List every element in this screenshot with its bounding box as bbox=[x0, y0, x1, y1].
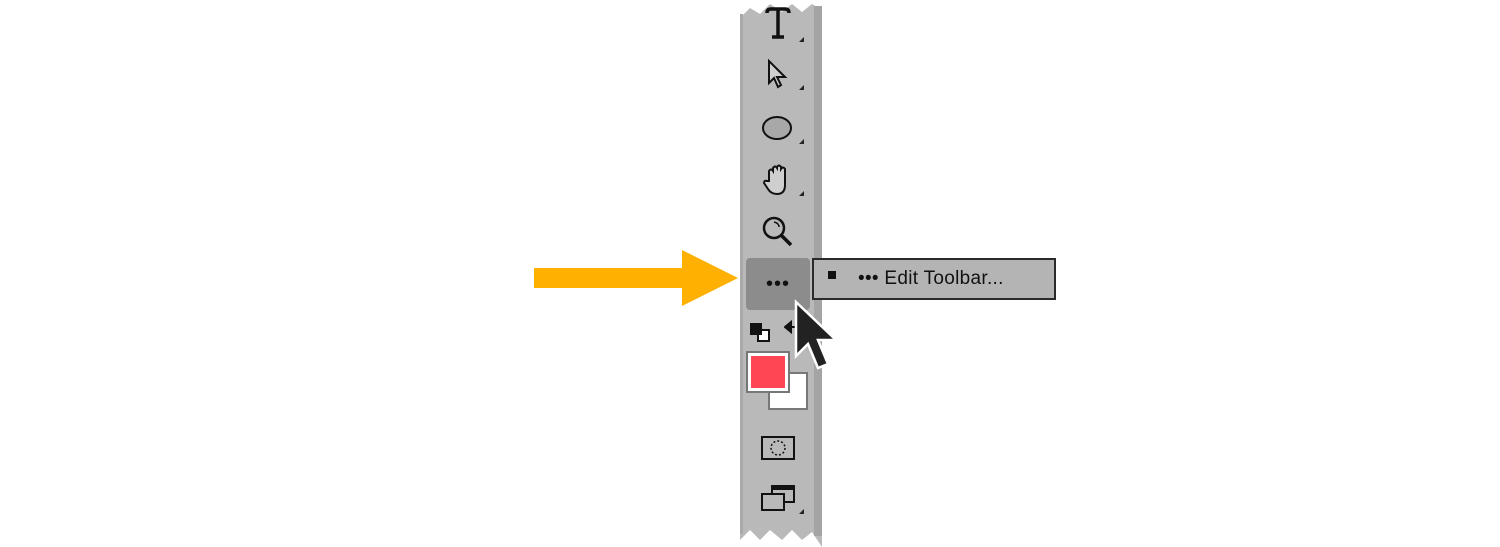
type-tool[interactable] bbox=[752, 2, 804, 46]
default-colors-button[interactable] bbox=[749, 322, 773, 344]
quick-mask-icon bbox=[761, 436, 795, 460]
quick-mask-button[interactable] bbox=[752, 426, 804, 470]
more-icon: ••• bbox=[765, 272, 790, 295]
edit-toolbar-button[interactable]: ••• bbox=[746, 258, 810, 310]
hand-icon bbox=[762, 164, 786, 196]
zoom-tool[interactable] bbox=[752, 210, 804, 254]
ellipse-icon bbox=[762, 116, 792, 140]
flyout-menu: ••• Edit Toolbar... bbox=[812, 258, 1056, 300]
edit-toolbar-menu-item[interactable]: ••• Edit Toolbar... bbox=[858, 268, 1004, 289]
callout-arrow-icon bbox=[534, 250, 738, 306]
foreground-color-swatch[interactable] bbox=[746, 351, 790, 393]
ellipse-tool[interactable] bbox=[752, 106, 804, 150]
selection-tool[interactable] bbox=[752, 52, 804, 96]
arrow-cursor-icon bbox=[768, 58, 788, 89]
mouse-cursor-icon bbox=[794, 299, 840, 370]
magnifier-icon bbox=[762, 216, 793, 247]
screen-mode-button[interactable] bbox=[752, 476, 804, 520]
type-icon bbox=[765, 7, 791, 39]
screen-mode-icon bbox=[761, 485, 795, 511]
hand-tool[interactable] bbox=[752, 158, 804, 202]
default-colors-icon bbox=[750, 323, 770, 342]
selected-indicator-icon bbox=[828, 271, 836, 279]
